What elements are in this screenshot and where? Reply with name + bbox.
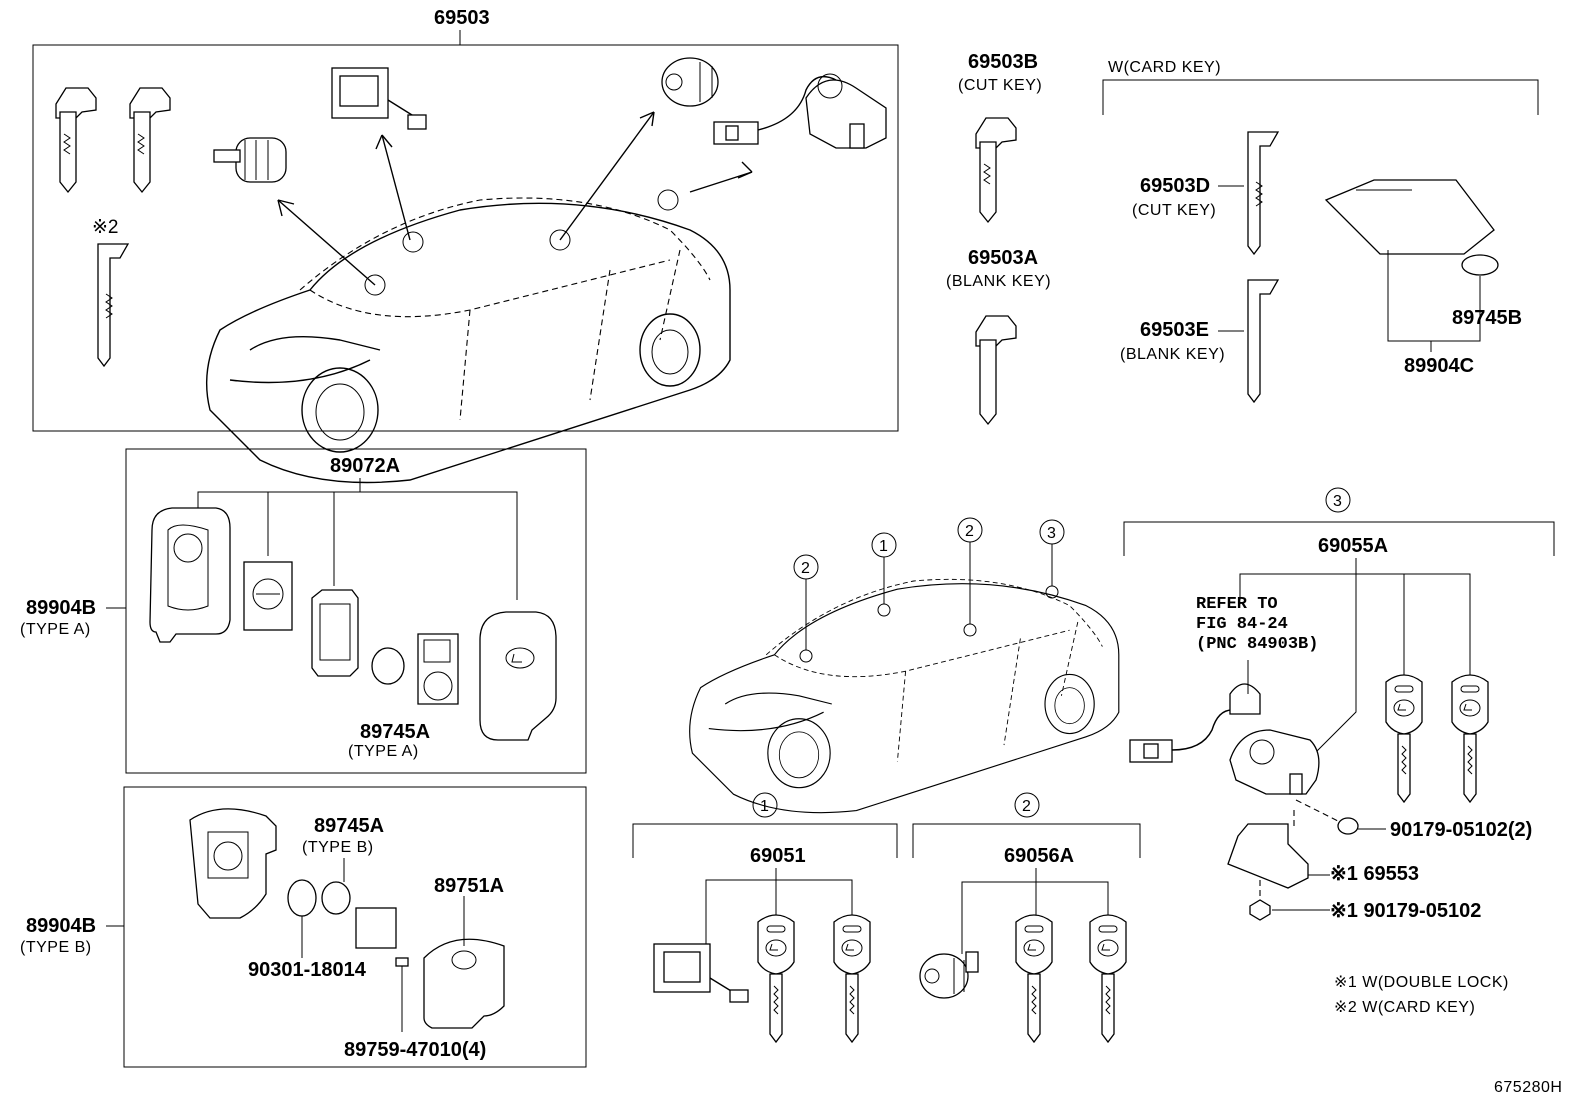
card-blank-key: [1247, 279, 1280, 404]
set-1-circle: 1: [760, 798, 769, 815]
bolt-pair: [1295, 799, 1386, 835]
set-1-key-1: [757, 914, 795, 1043]
card-cut-key-desc: (CUT KEY): [1132, 202, 1216, 219]
card-battery-part: 89745B: [1452, 307, 1522, 329]
set-3-circle: 3: [1333, 493, 1342, 510]
note-card-key: ※2 W(CARD KEY): [1334, 999, 1475, 1016]
blank-key-part: 69503A: [968, 247, 1038, 269]
card-key-header: W(CARD KEY): [1108, 59, 1221, 76]
cover-b-part: 89751A: [434, 875, 504, 897]
refer-line-3: (PNC 84903B): [1196, 635, 1318, 654]
cut-key-part: 69503B: [968, 51, 1038, 73]
set-3-key-1: [1385, 674, 1423, 803]
set-2-key-1: [1015, 914, 1053, 1043]
blank-key: [975, 315, 1017, 426]
cut-key-desc: (CUT KEY): [958, 77, 1042, 94]
set-1-bracket: [632, 823, 898, 858]
figure-id: 675280H: [1494, 1079, 1562, 1096]
battery-b: [321, 881, 351, 915]
card-blank-key-desc: (BLANK KEY): [1120, 346, 1225, 363]
set-1-key-2: [833, 914, 871, 1043]
transmitter-case-b: [189, 808, 277, 919]
set-1-door-cylinder: [653, 943, 749, 1003]
transmitter-case-a: [149, 507, 231, 643]
o-ring-part: 90301-18014: [248, 959, 367, 981]
circuit-board-a: [311, 589, 359, 677]
switch-pad: [243, 561, 293, 631]
transmitter-cover-b: [423, 938, 505, 1029]
set-2-bracket: [912, 823, 1141, 858]
housing-a-part: 89904B: [26, 597, 96, 619]
smart-key-2: [129, 87, 171, 193]
set-2-key-2: [1089, 914, 1127, 1043]
o-ring: [287, 879, 317, 917]
cut-key: [975, 117, 1017, 223]
cover-part: ※1 69553: [1330, 863, 1419, 885]
housing-b-part: 89904B: [26, 915, 96, 937]
transmitter-a-frame: [125, 448, 587, 774]
battery-a-part: 89745A: [360, 721, 430, 743]
refer-line-1: REFER TO: [1196, 595, 1278, 614]
battery-a-desc: (TYPE A): [348, 743, 419, 760]
ignition-cylinder: [213, 137, 287, 183]
bolt-part: ※1 90179-05102: [1330, 900, 1481, 922]
svg-text:3: 3: [1047, 525, 1056, 542]
housing-b-desc: (TYPE B): [20, 939, 92, 956]
vehicle-illustration-center: [689, 578, 1120, 814]
top-group-frame: [32, 44, 899, 432]
set-3-bracket: [1123, 521, 1555, 556]
battery-a: [371, 647, 405, 685]
callout-circle-3: 3: [1039, 519, 1065, 599]
card-battery: [1461, 254, 1499, 276]
transmitter-cover-a: [479, 611, 557, 741]
refer-line-2: FIG 84-24: [1196, 615, 1288, 634]
emergency-key: [97, 243, 129, 367]
card-key-mark: ※2: [92, 217, 119, 238]
callout-circle-2-right: 2: [957, 517, 983, 637]
battery-holder-a: [417, 633, 459, 705]
set-2-circle: 2: [1022, 798, 1031, 815]
card-cut-key: [1247, 131, 1279, 255]
set-3-part: 69055A: [1318, 535, 1388, 557]
set-3-key-2: [1451, 674, 1489, 803]
card-key: [1324, 179, 1495, 255]
transmitter-a-assembly: 89072A: [330, 455, 400, 477]
lock-bolt: [1249, 880, 1330, 921]
screw-part: 89759-47010(4): [344, 1039, 486, 1061]
battery-b-desc: (TYPE B): [302, 839, 374, 856]
svg-text:2: 2: [801, 560, 810, 577]
note-double-lock: ※1 W(DOUBLE LOCK): [1334, 974, 1509, 991]
callout-circle-2-left: 2: [793, 554, 819, 663]
vehicle-illustration-top: [205, 197, 731, 484]
card-blank-key-part: 69503E: [1140, 319, 1209, 341]
door-lock-cylinder: [331, 67, 427, 130]
set-2-cylinder: [919, 951, 979, 999]
trunk-lock-body: [1229, 729, 1320, 795]
lock-cover: [1227, 806, 1330, 889]
blank-key-desc: (BLANK KEY): [946, 273, 1051, 290]
callout-circle-1-center: 1: [871, 532, 897, 617]
bolt-2-part: 90179-05102(2): [1390, 819, 1532, 841]
set-2-part: 69056A: [1004, 845, 1074, 867]
card-cut-key-part: 69503D: [1140, 175, 1210, 197]
set-1-part: 69051: [750, 845, 806, 867]
svg-text:2: 2: [965, 523, 974, 540]
housing-a-desc: (TYPE A): [20, 621, 91, 638]
transmitter-b-frame: [123, 786, 587, 1068]
smart-key-1: [55, 87, 97, 193]
main-part-label: 69503: [434, 7, 490, 29]
trunk-switch-harness: [1129, 660, 1261, 763]
card-key-bracket: [1102, 79, 1539, 115]
arrows-top: [277, 111, 753, 296]
svg-text:1: 1: [879, 538, 888, 555]
circuit-board-b: [355, 907, 397, 949]
trunk-lock-assembly: [713, 73, 887, 149]
card-assembly-part: 89904C: [1404, 355, 1474, 377]
trunk-cylinder: [661, 57, 719, 107]
screw-b: [395, 957, 409, 1032]
battery-b-part: 89745A: [314, 815, 384, 837]
